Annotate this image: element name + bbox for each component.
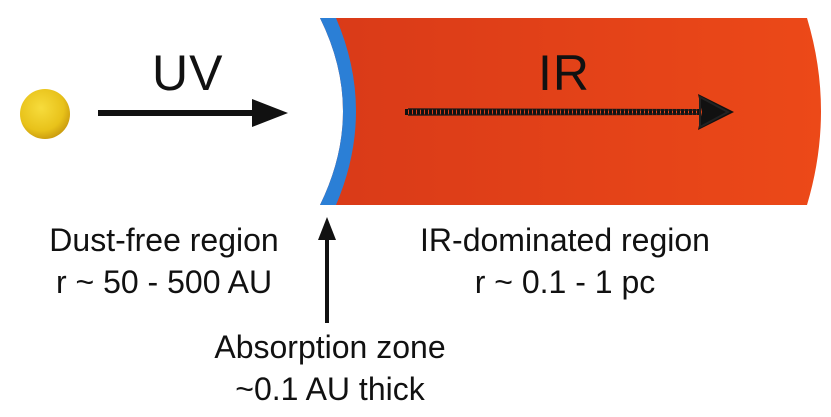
ir-dominated-region-radius: r ~ 0.1 - 1 pc [474, 264, 656, 300]
ir-arrow [405, 94, 734, 130]
absorption-zone-caption: Absorption zone ~0.1 AU thick [170, 326, 490, 410]
star-icon [20, 89, 70, 139]
ir-dominated-region-name: IR-dominated region [420, 222, 710, 258]
absorption-zone-name: Absorption zone [214, 329, 446, 365]
absorption-zone-thickness: ~0.1 AU thick [235, 371, 425, 407]
dust-free-region-radius: r ~ 50 - 500 AU [55, 264, 273, 300]
ir-label: IR [538, 45, 590, 101]
uv-label: UV [152, 45, 224, 101]
absorption-zone [320, 18, 356, 205]
ir-dominated-region-caption: IR-dominated region r ~ 0.1 - 1 pc [375, 219, 755, 303]
dust-free-region-caption: Dust-free region r ~ 50 - 500 AU [24, 219, 304, 303]
absorption-pointer-arrow [318, 217, 336, 323]
uv-arrow [98, 99, 288, 127]
dust-free-region-name: Dust-free region [49, 222, 279, 258]
